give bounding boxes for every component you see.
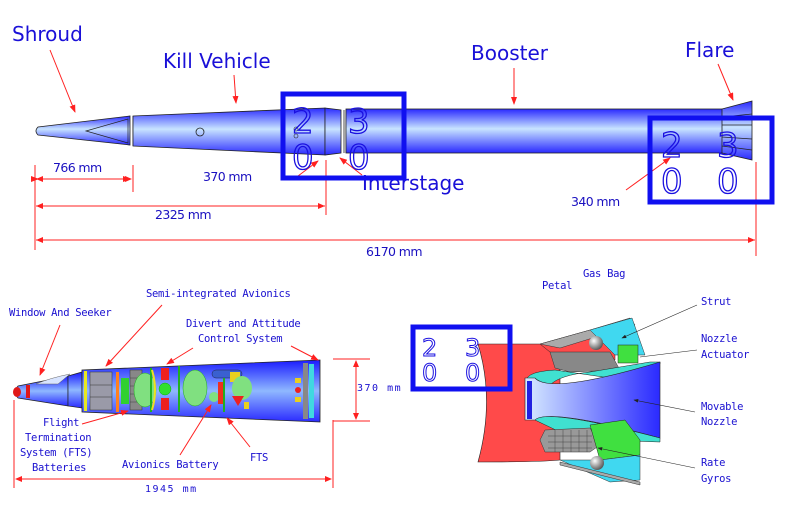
dim-to-interstage: 2325 mm (155, 207, 211, 222)
dim-shroud-length: 766 mm (53, 160, 102, 175)
label-petal: Petal (542, 280, 572, 292)
overlay-digit: 0 (422, 359, 437, 387)
overlay-digit: 3 (348, 102, 370, 142)
overlay-box-2: 2 3 0 0 (647, 115, 775, 205)
label-strut: Strut (701, 296, 731, 308)
overlay-digit: 0 (292, 138, 314, 178)
label-rate-gyros-2: Gyros (701, 473, 731, 485)
interstage-section (324, 107, 342, 156)
shroud-inner (84, 118, 129, 144)
overlay-digit: 2 (422, 334, 437, 362)
label-kill-vehicle: Kill Vehicle (163, 49, 271, 73)
nozzle-actuator-shape (617, 344, 639, 364)
label-nozzle-actuator-2: Actuator (701, 349, 749, 361)
label-fts: FTS (250, 452, 268, 464)
rate-gyros-block (539, 427, 601, 453)
gas-bag-ball-top (589, 336, 603, 350)
label-movable-nozzle-2: Nozzle (701, 416, 737, 428)
dim-kv-diameter: 370 mm (203, 169, 252, 184)
dim-kv-length: 1945 mm (145, 484, 198, 495)
label-shroud: Shroud (12, 22, 83, 46)
label-fts-batteries-1: Flight (43, 417, 79, 429)
dim-kv-diameter-370: 370 mm (357, 383, 402, 394)
port-circle (195, 127, 205, 137)
label-window-seeker: Window And Seeker (9, 307, 111, 319)
overlay-digit: 2 (292, 102, 314, 142)
label-fts-batteries-2: Termination (25, 432, 91, 444)
missile-body (35, 100, 753, 161)
label-semi-integrated-avionics: Semi-integrated Avionics (146, 288, 291, 300)
label-booster: Booster (471, 41, 549, 65)
nozzle-cutaway (477, 317, 661, 486)
dim-total-length: 6170 mm (366, 244, 422, 259)
label-flare: Flare (685, 38, 734, 62)
label-movable-nozzle-1: Movable (701, 401, 743, 413)
label-divert-line2: Control System (198, 333, 282, 345)
overlay-digit: 3 (465, 334, 480, 362)
kv-dimensions (13, 358, 370, 488)
kill-vehicle-cutaway (13, 359, 321, 423)
label-divert-line1: Divert and Attitude (186, 318, 300, 330)
shroud-shape (35, 115, 131, 146)
label-gas-bag: Gas Bag (583, 268, 625, 280)
gas-bag-ball-bottom (590, 456, 604, 470)
overlay-digit: 2 (661, 126, 683, 166)
overlay-digit: 0 (717, 162, 739, 202)
label-rate-gyros-1: Rate (701, 457, 725, 469)
overlay-box-3: 2 3 0 0 (410, 324, 513, 392)
overlay-digit: 0 (465, 359, 480, 387)
seeker-window (13, 387, 21, 397)
label-fts-batteries-3: System (FTS) (20, 447, 92, 459)
overlay-digit: 0 (661, 162, 683, 202)
label-interstage: Interstage (362, 171, 464, 195)
label-avionics-battery: Avionics Battery (122, 459, 218, 471)
dim-booster-diameter: 340 mm (571, 194, 620, 209)
label-fts-batteries-4: Batteries (32, 462, 86, 474)
overlay-digit: 3 (717, 126, 739, 166)
overlay-digit: 0 (348, 138, 370, 178)
overlay-box-1: 2 3 0 0 (280, 91, 407, 181)
top-dimensions (31, 157, 757, 256)
label-nozzle-actuator-1: Nozzle (701, 333, 737, 345)
